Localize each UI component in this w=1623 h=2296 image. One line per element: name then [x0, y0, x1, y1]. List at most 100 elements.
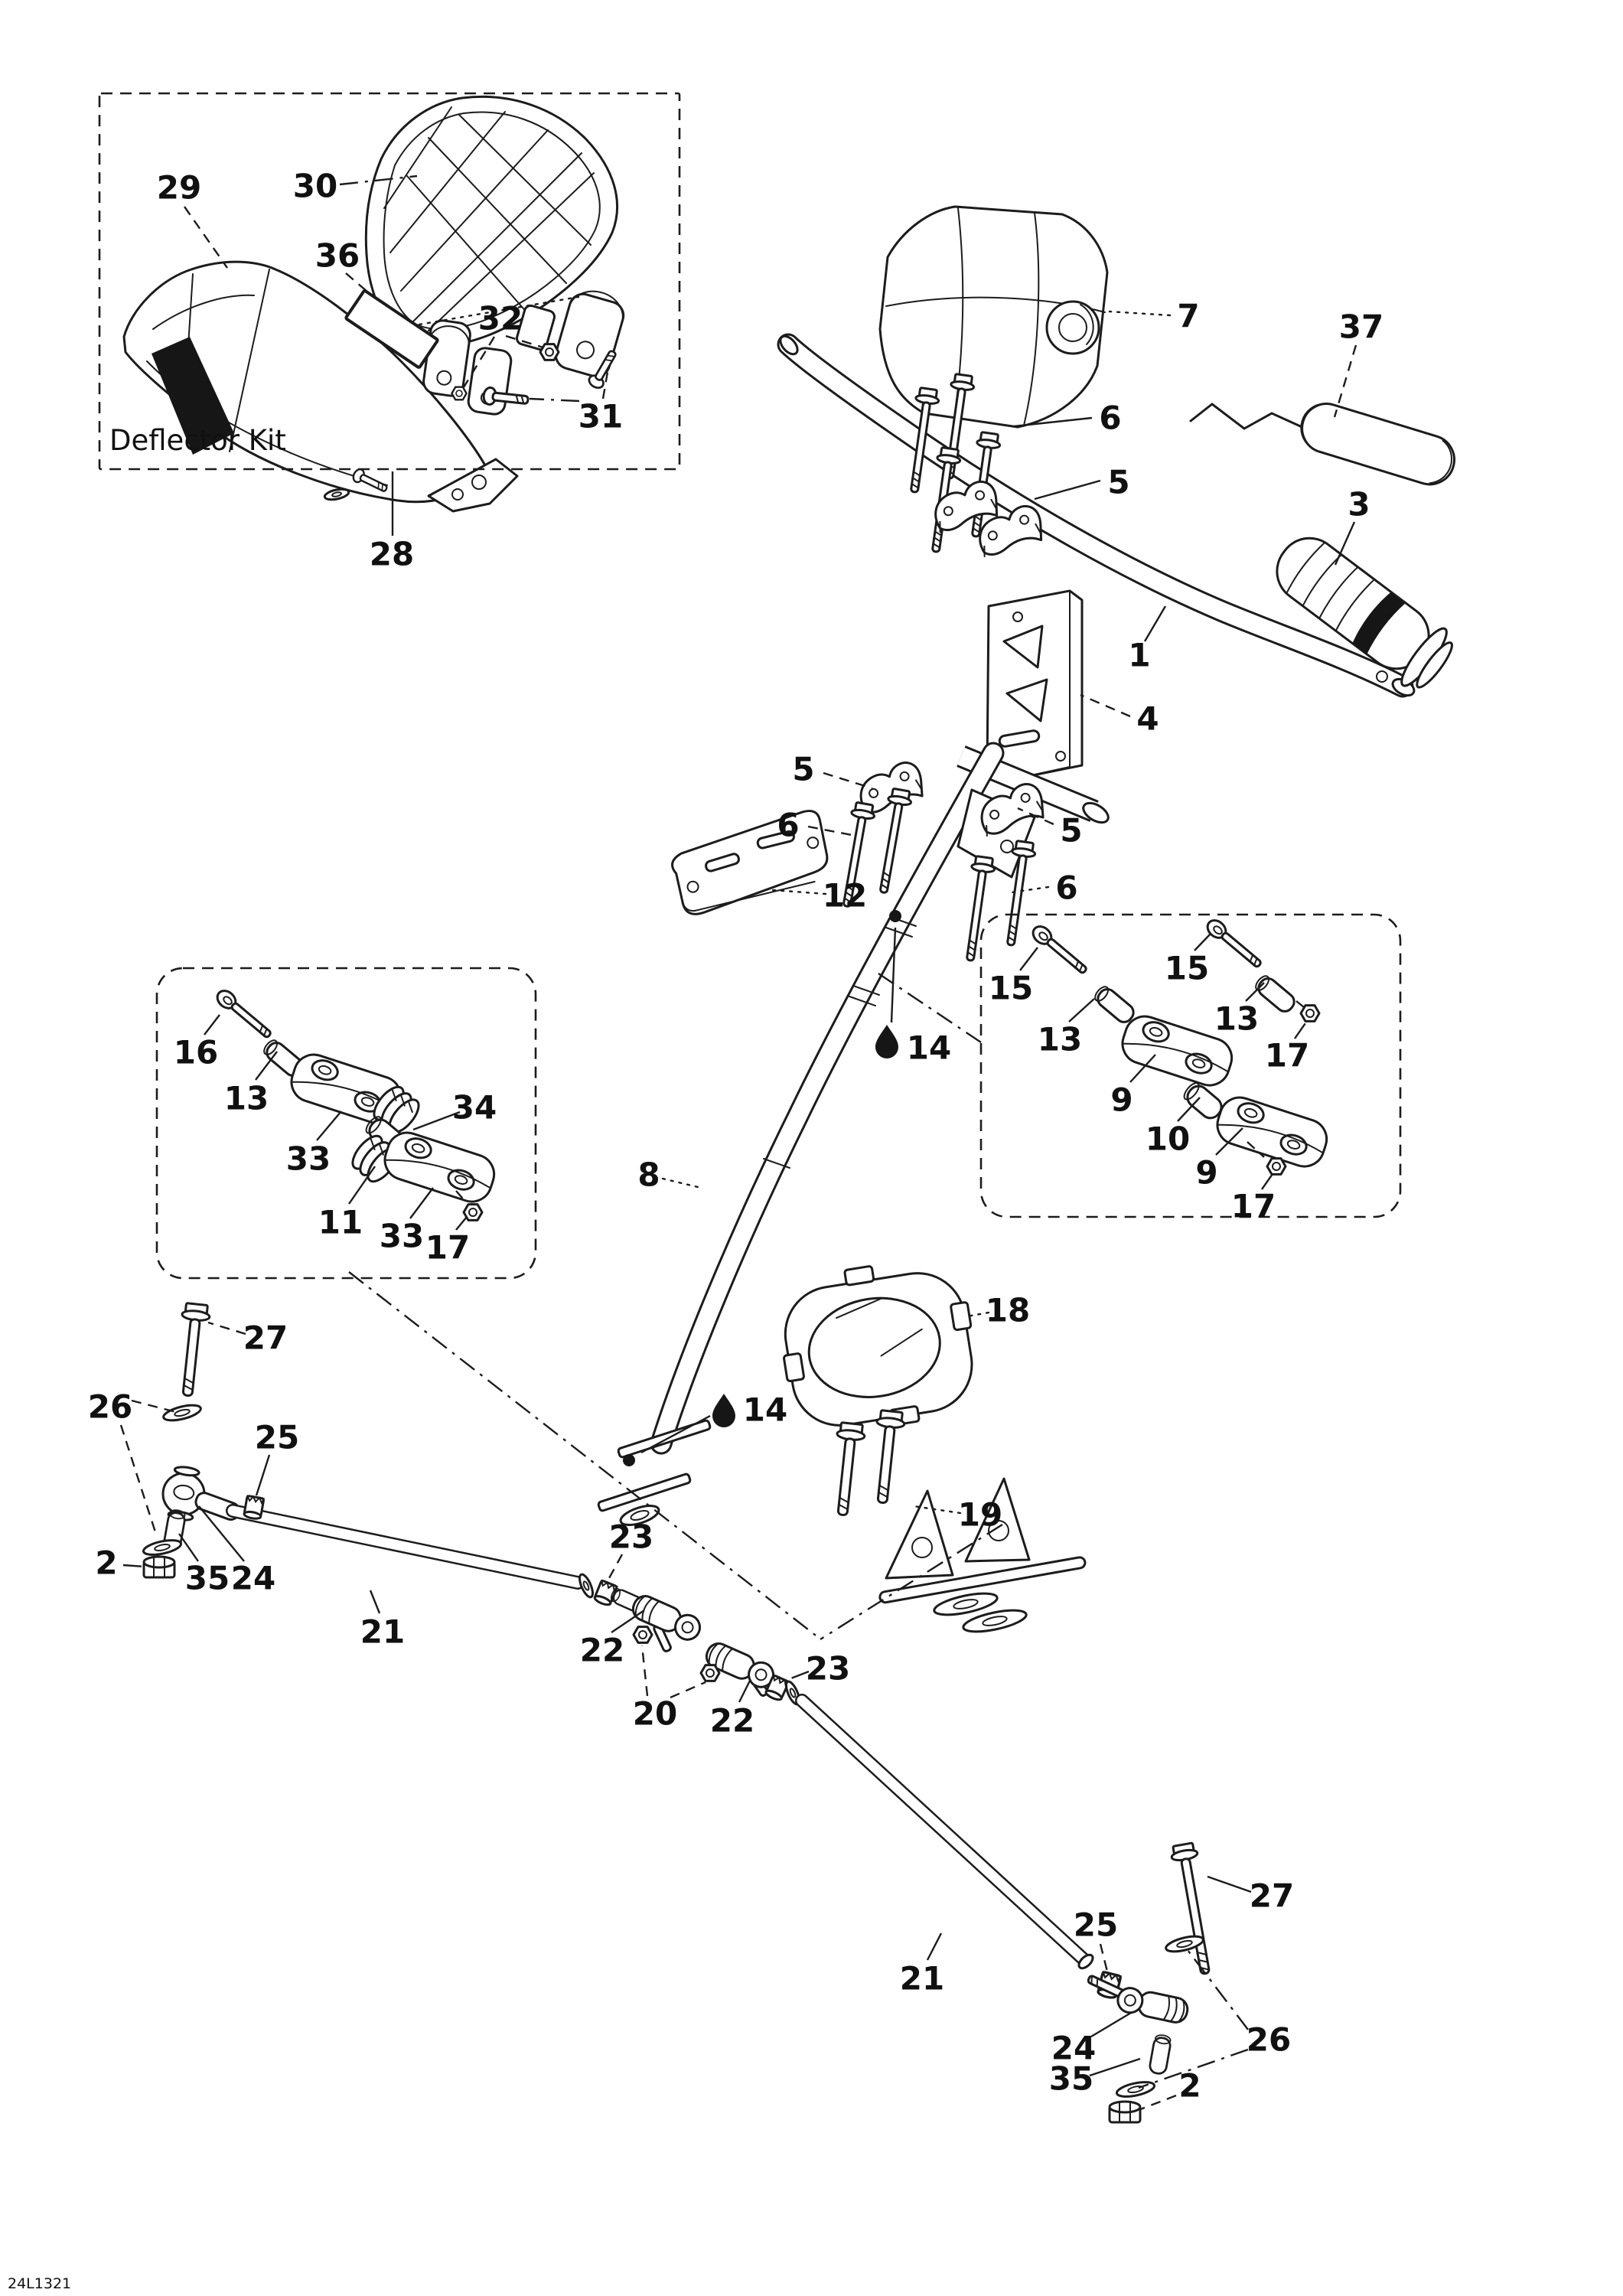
- callout-21-b[interactable]: 21: [900, 1960, 944, 1998]
- leader-31-1: [529, 397, 580, 403]
- callout-17-a[interactable]: 17: [1265, 1037, 1309, 1075]
- callout-8[interactable]: 8: [637, 1156, 660, 1194]
- leader-11: [348, 1166, 376, 1205]
- callout-13-c[interactable]: 13: [224, 1080, 269, 1117]
- leader-24-b: [1090, 2011, 1132, 2038]
- callout-lube-1[interactable]: 14: [743, 1391, 787, 1429]
- callout-lube-0[interactable]: 14: [907, 1029, 951, 1067]
- handlebar-drawing: [777, 333, 1416, 698]
- callout-35-b[interactable]: 35: [1049, 2060, 1093, 2098]
- callout-18[interactable]: 18: [986, 1292, 1030, 1329]
- leader-36: [345, 272, 374, 298]
- callout-3[interactable]: 3: [1348, 486, 1370, 523]
- leader-17-a: [1294, 1020, 1308, 1039]
- callout-35-a[interactable]: 35: [185, 1560, 230, 1597]
- leader-column-to-right-box: [878, 973, 982, 1043]
- callout-36[interactable]: 36: [315, 237, 360, 275]
- callout-27-a[interactable]: 27: [243, 1319, 288, 1357]
- leader-3: [1334, 521, 1356, 566]
- leader-18: [966, 1311, 990, 1318]
- leader-22-b: [738, 1680, 751, 1703]
- leader-19: [912, 1505, 962, 1515]
- leader-34: [412, 1110, 461, 1131]
- callout-13-a[interactable]: 13: [1038, 1021, 1082, 1058]
- callout-10[interactable]: 10: [1146, 1120, 1190, 1158]
- callout-26-b[interactable]: 26: [1247, 2021, 1291, 2059]
- lube-leader-0: [890, 927, 897, 1023]
- leader-35-b: [1089, 2057, 1141, 2077]
- callout-19[interactable]: 19: [958, 1496, 1002, 1534]
- callout-7[interactable]: 7: [1177, 298, 1199, 335]
- callout-6-a[interactable]: 6: [1099, 400, 1121, 437]
- callout-37[interactable]: 37: [1339, 308, 1383, 346]
- callout-5-a[interactable]: 5: [1107, 464, 1129, 501]
- callout-27-b[interactable]: 27: [1250, 1877, 1294, 1915]
- right-link-kit-box: [979, 913, 1402, 1218]
- callout-15-a[interactable]: 15: [989, 970, 1033, 1007]
- callout-32[interactable]: 32: [478, 300, 523, 338]
- leader-5-c: [1017, 807, 1054, 826]
- leader-37: [1333, 344, 1357, 418]
- callout-6-c[interactable]: 6: [1055, 869, 1077, 907]
- callout-11[interactable]: 11: [318, 1204, 363, 1241]
- leader-12: [771, 889, 827, 895]
- callout-33-a[interactable]: 33: [286, 1140, 331, 1178]
- callout-20[interactable]: 20: [633, 1695, 677, 1733]
- grip-drawing: [1276, 536, 1453, 689]
- callout-13-b[interactable]: 13: [1214, 1000, 1259, 1038]
- callout-29[interactable]: 29: [157, 169, 201, 207]
- callout-30[interactable]: 30: [293, 168, 337, 205]
- callout-2-a[interactable]: 2: [95, 1544, 117, 1582]
- callout-25-b[interactable]: 25: [1074, 1906, 1118, 1944]
- callout-6-b[interactable]: 6: [777, 807, 799, 844]
- leader-15-b: [1194, 933, 1211, 951]
- leader-8: [661, 1177, 699, 1189]
- leader-13-c: [255, 1051, 278, 1081]
- callout-25-a[interactable]: 25: [255, 1419, 299, 1456]
- callout-12[interactable]: 12: [823, 877, 867, 915]
- tie-rod-lower-drawing: [699, 1639, 1094, 1970]
- left-link-kit-box: [155, 967, 537, 1280]
- callout-23-b[interactable]: 23: [806, 1650, 850, 1688]
- leader-9-b: [1215, 1127, 1243, 1156]
- callout-22-a[interactable]: 22: [580, 1632, 624, 1669]
- leader-13-a: [1068, 998, 1095, 1022]
- callout-5-c[interactable]: 5: [1060, 812, 1082, 850]
- leader-21-a: [369, 1590, 381, 1614]
- leader-6-b: [807, 825, 856, 837]
- leader-10: [1177, 1097, 1201, 1122]
- callout-31[interactable]: 31: [578, 398, 623, 435]
- leader-24-a: [198, 1505, 245, 1562]
- callout-21-a[interactable]: 21: [360, 1613, 405, 1651]
- callout-23-a[interactable]: 23: [609, 1518, 653, 1556]
- callout-17-c[interactable]: 17: [425, 1229, 470, 1267]
- callout-5-b[interactable]: 5: [792, 751, 814, 788]
- steering-cover-drawing: [783, 1265, 973, 1427]
- doc-code: 24L1321: [8, 2275, 71, 2292]
- callout-28[interactable]: 28: [370, 536, 414, 573]
- leader-7: [1108, 310, 1172, 317]
- callout-1[interactable]: 1: [1128, 637, 1150, 674]
- callout-15-b[interactable]: 15: [1165, 950, 1209, 987]
- leader-32-1: [462, 336, 496, 388]
- callout-16[interactable]: 16: [174, 1034, 218, 1071]
- throttle-cable-drawing: [1189, 403, 1455, 486]
- callout-17-b[interactable]: 17: [1231, 1188, 1276, 1225]
- callout-9-b[interactable]: 9: [1195, 1154, 1217, 1192]
- callout-4[interactable]: 4: [1136, 700, 1159, 738]
- callout-33-b[interactable]: 33: [380, 1218, 424, 1255]
- leader-left-box-to-tierod: [348, 1271, 820, 1639]
- callout-26-a[interactable]: 26: [88, 1388, 132, 1426]
- leader-sticker-to-mount: [418, 295, 580, 326]
- leader-23-a: [608, 1554, 624, 1579]
- callout-34[interactable]: 34: [452, 1089, 497, 1127]
- callout-2-b[interactable]: 2: [1178, 2067, 1201, 2105]
- callout-9-a[interactable]: 9: [1110, 1081, 1133, 1119]
- leader-25-a: [255, 1454, 271, 1496]
- callout-24-b[interactable]: 24: [1051, 2030, 1096, 2067]
- leader-20-1: [670, 1681, 706, 1699]
- callout-22-b[interactable]: 22: [710, 1702, 754, 1740]
- leader-27-b: [1207, 1875, 1252, 1893]
- callout-24-a[interactable]: 24: [231, 1560, 275, 1597]
